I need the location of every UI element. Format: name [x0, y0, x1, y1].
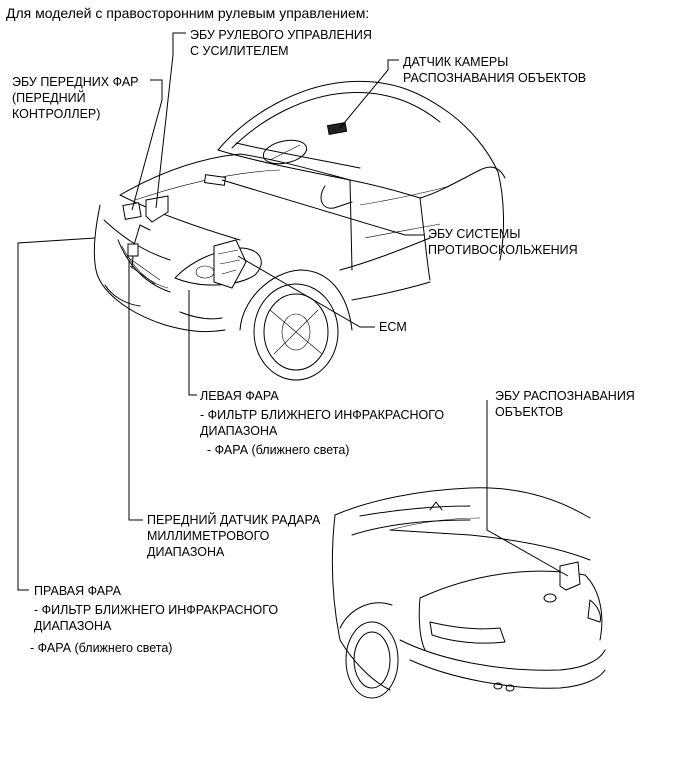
- skid-control-ecu-line-1: ЭБУ СИСТЕМЫ: [428, 227, 521, 241]
- right-headlight-item-1-line-2: ДИАПАЗОНА: [34, 619, 112, 633]
- skid-control-ecu-line-2: ПРОТИВОСКОЛЬЖЕНИЯ: [428, 243, 578, 257]
- radar-sensor-line-2: МИЛЛИМЕТРОВОГО: [147, 529, 270, 543]
- power-steering-ecu-line-1: ЭБУ РУЛЕВОГО УПРАВЛЕНИЯ: [190, 28, 372, 42]
- left-headlight-item-2: - ФАРА (ближнего света): [207, 443, 350, 457]
- recognition-ecu-label: ЭБУ РАСПОЗНАВАНИЯ ОБЪЕКТОВ: [495, 388, 635, 420]
- headlight-ecu-label: ЭБУ ПЕРЕДНИХ ФАР (ПЕРЕДНИЙ КОНТРОЛЛЕР): [12, 74, 139, 122]
- right-headlight-item-2: - ФАРА (ближнего света): [30, 641, 173, 655]
- left-headlight-item-1-line-1: - ФИЛЬТР БЛИЖНЕГО ИНФРАКРАСНОГО: [200, 408, 445, 422]
- camera-sensor-label: ДАТЧИК КАМЕРЫ РАСПОЗНАВАНИЯ ОБЪЕКТОВ: [403, 54, 586, 86]
- radar-sensor-line-1: ПЕРЕДНИЙ ДАТЧИК РАДАРА: [147, 513, 321, 527]
- power-steering-ecu-line-2: С УСИЛИТЕЛЕМ: [190, 44, 289, 58]
- right-headlight-label: ПРАВАЯ ФАРА - ФИЛЬТР БЛИЖНЕГО ИНФРАКРАСН…: [30, 583, 279, 656]
- recognition-ecu-line-2: ОБЪЕКТОВ: [495, 405, 564, 419]
- headlight-ecu-line-1: ЭБУ ПЕРЕДНИХ ФАР: [12, 75, 139, 89]
- camera-sensor-line-1: ДАТЧИК КАМЕРЫ: [403, 55, 509, 69]
- right-headlight-title: ПРАВАЯ ФАРА: [34, 584, 121, 598]
- rear-car-illustration: [331, 487, 606, 699]
- right-headlight-item-1-line-1: - ФИЛЬТР БЛИЖНЕГО ИНФРАКРАСНОГО: [34, 603, 279, 617]
- skid-control-ecu-label: ЭБУ СИСТЕМЫ ПРОТИВОСКОЛЬЖЕНИЯ: [428, 226, 578, 258]
- headlight-ecu-line-2: (ПЕРЕДНИЙ: [12, 91, 86, 105]
- left-headlight-title: ЛЕВАЯ ФАРА: [200, 389, 279, 403]
- headlight-ecu-line-3: КОНТРОЛЛЕР): [12, 107, 101, 121]
- power-steering-ecu-label: ЭБУ РУЛЕВОГО УПРАВЛЕНИЯ С УСИЛИТЕЛЕМ: [190, 27, 372, 59]
- left-headlight-label: ЛЕВАЯ ФАРА - ФИЛЬТР БЛИЖНЕГО ИНФРАКРАСНО…: [200, 388, 444, 458]
- radar-sensor-label: ПЕРЕДНИЙ ДАТЧИК РАДАРА МИЛЛИМЕТРОВОГО ДИ…: [147, 512, 320, 560]
- ecm-label: ECM: [379, 320, 407, 334]
- left-headlight-item-1-line-2: ДИАПАЗОНА: [200, 424, 278, 438]
- leader-lines: [17, 32, 569, 591]
- radar-sensor-line-3: ДИАПАЗОНА: [147, 545, 225, 559]
- camera-sensor-line-2: РАСПОЗНАВАНИЯ ОБЪЕКТОВ: [403, 71, 587, 85]
- recognition-ecu-line-1: ЭБУ РАСПОЗНАВАНИЯ: [495, 389, 635, 403]
- page-header: Для моделей с правосторонним рулевым упр…: [6, 5, 370, 21]
